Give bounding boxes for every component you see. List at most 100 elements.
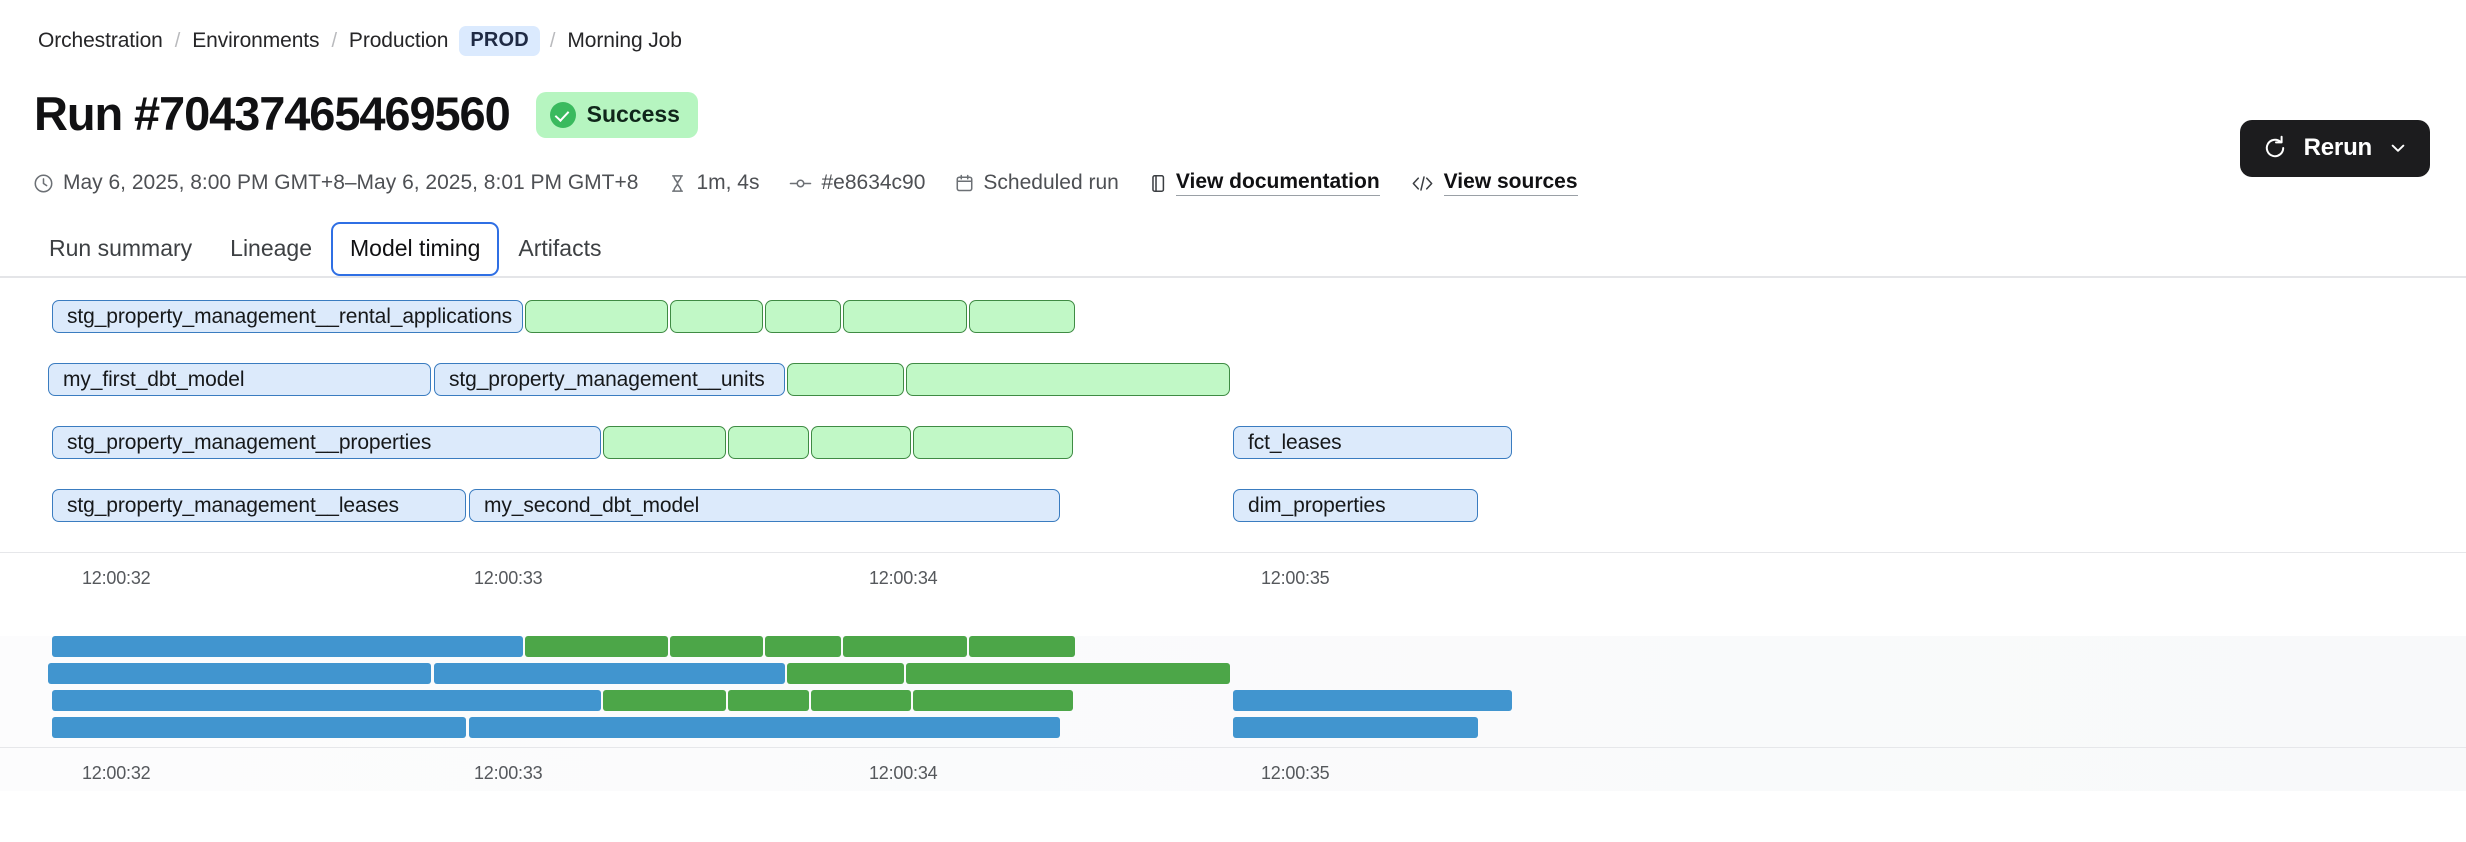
minimap-bar[interactable] [787,663,904,684]
axis-tick-label: 12:00:35 [1261,568,1330,588]
gantt-row: stg_property_management__leases my_second… [0,489,2466,535]
minimap-row [0,636,2466,659]
minimap-bar[interactable] [469,717,1060,738]
minimap-bar[interactable] [48,663,431,684]
view-sources[interactable]: View sources [1410,170,1578,196]
minimap-bar[interactable] [1233,717,1478,738]
tab-bar-divider [0,276,2466,278]
minimap-bar[interactable] [52,717,466,738]
minimap-bar[interactable] [906,663,1230,684]
minimap-bar[interactable] [969,636,1075,657]
gantt-bar-stg_property_management__leases[interactable]: stg_property_management__leases [52,489,466,522]
minimap-row [0,663,2466,686]
gantt-bar-test[interactable] [765,300,841,333]
gantt-bar-test[interactable] [728,426,809,459]
breadcrumb: Orchestration / Environments / Production PRO… [36,26,684,56]
gantt-bar-my_second_dbt_model[interactable]: my_second_dbt_model [469,489,1060,522]
minimap-bar[interactable] [843,636,967,657]
run-trigger-text: Scheduled run [983,171,1119,194]
book-icon [1149,173,1167,194]
minimap-bar[interactable] [765,636,841,657]
minimap-bar[interactable] [1233,690,1512,711]
status-badge-label: Success [586,101,680,127]
gantt-bar-label: stg_property_management__leases [67,493,399,517]
view-sources-link[interactable]: View sources [1443,170,1578,196]
gantt-bar-test[interactable] [969,300,1075,333]
calendar-icon [955,173,974,194]
gantt-bar-label: fct_leases [1248,430,1342,454]
gantt-bar-test[interactable] [811,426,911,459]
gantt-bar-test[interactable] [670,300,763,333]
run-timerange: May 6, 2025, 8:00 PM GMT+8–May 6, 2025, … [33,171,638,195]
tab-run-summary[interactable]: Run summary [49,235,193,261]
gantt-bar-label: stg_property_management__rental_applicat… [67,304,513,328]
minimap-bar[interactable] [811,690,911,711]
minimap-bar[interactable] [603,690,726,711]
page-title: Run #70437465469560 [34,86,511,140]
gantt-row: my_first_dbt_model stg_property_managemen… [0,363,2466,409]
gantt-row: stg_property_management__properties fct_l… [0,426,2466,472]
view-documentation-link[interactable]: View documentation [1175,170,1380,196]
gantt-bar-label: my_second_dbt_model [484,493,700,517]
gantt-bar-test[interactable] [906,363,1230,396]
gantt-bar-label: my_first_dbt_model [63,367,245,391]
hourglass-icon [668,173,687,194]
breadcrumb-item-orchestration[interactable]: Orchestration [38,29,163,52]
chevron-down-icon[interactable] [2388,138,2408,158]
tab-lineage[interactable]: Lineage [230,235,313,261]
gantt-bar-stg_property_management__rental_applications[interactable]: stg_property_management__rental_applicat… [52,300,523,333]
gantt-bar-stg_property_management__units[interactable]: stg_property_management__units [434,363,785,396]
run-duration: 1m, 4s [668,171,759,195]
run-timerange-text: May 6, 2025, 8:00 PM GMT+8–May 6, 2025, … [63,171,639,194]
axis-tick-label: 12:00:33 [474,568,543,588]
run-duration-text: 1m, 4s [696,171,760,194]
gantt-bar-fct_leases[interactable]: fct_leases [1233,426,1512,459]
breadcrumb-item-environments[interactable]: Environments [192,29,320,52]
gantt-bar-label: stg_property_management__properties [67,430,432,454]
minimap-bar[interactable] [52,690,601,711]
minimap-bar[interactable] [913,690,1073,711]
minimap-row [0,717,2466,740]
gantt-bar-stg_property_management__properties[interactable]: stg_property_management__properties [52,426,601,459]
view-documentation[interactable]: View documentation [1149,170,1380,196]
axis-tick-label: 12:00:32 [82,568,151,588]
refresh-icon [2262,135,2288,161]
gantt-bar-test[interactable] [913,426,1073,459]
tab-model-timing[interactable]: Model timing [331,222,500,276]
commit-icon [789,173,812,194]
gantt-bar-my_first_dbt_model[interactable]: my_first_dbt_model [48,363,431,396]
minimap-axis-tick-label: 12:00:35 [1261,763,1330,783]
minimap-axis-tick-label: 12:00:32 [82,763,151,783]
run-commit: #e8634c90 [789,171,925,195]
minimap-bar[interactable] [52,636,523,657]
gantt-bar-test[interactable] [525,300,668,333]
minimap-bar[interactable] [728,690,809,711]
run-metadata: May 6, 2025, 8:00 PM GMT+8–May 6, 2025, … [33,170,1608,196]
minimap-bar[interactable] [670,636,763,657]
title-row: Run #70437465469560 Success [34,88,698,138]
minimap-bar[interactable] [525,636,668,657]
breadcrumb-separator: / [331,29,337,52]
gantt-bar-test[interactable] [843,300,967,333]
gantt-row: stg_property_management__rental_applicat… [0,300,2466,346]
code-icon [1410,173,1435,194]
breadcrumb-env-badge: PROD [459,26,540,56]
clock-icon [33,173,54,194]
breadcrumb-item-production[interactable]: Production [348,29,449,52]
gantt-bar-test[interactable] [603,426,726,459]
gantt-bar-dim_properties[interactable]: dim_properties [1233,489,1478,522]
breadcrumb-separator: / [174,29,181,52]
minimap-bar[interactable] [434,663,785,684]
run-trigger: Scheduled run [955,171,1119,195]
run-commit-text: #e8634c90 [821,171,926,194]
gantt-bar-label: stg_property_management__units [449,367,765,391]
gantt-bar-test[interactable] [787,363,904,396]
model-timing-gantt: stg_property_management__rental_applicat… [0,300,2466,598]
tab-artifacts[interactable]: Artifacts [518,235,602,261]
gantt-bar-label: dim_properties [1248,493,1386,517]
rerun-button[interactable]: Rerun [2239,120,2430,177]
